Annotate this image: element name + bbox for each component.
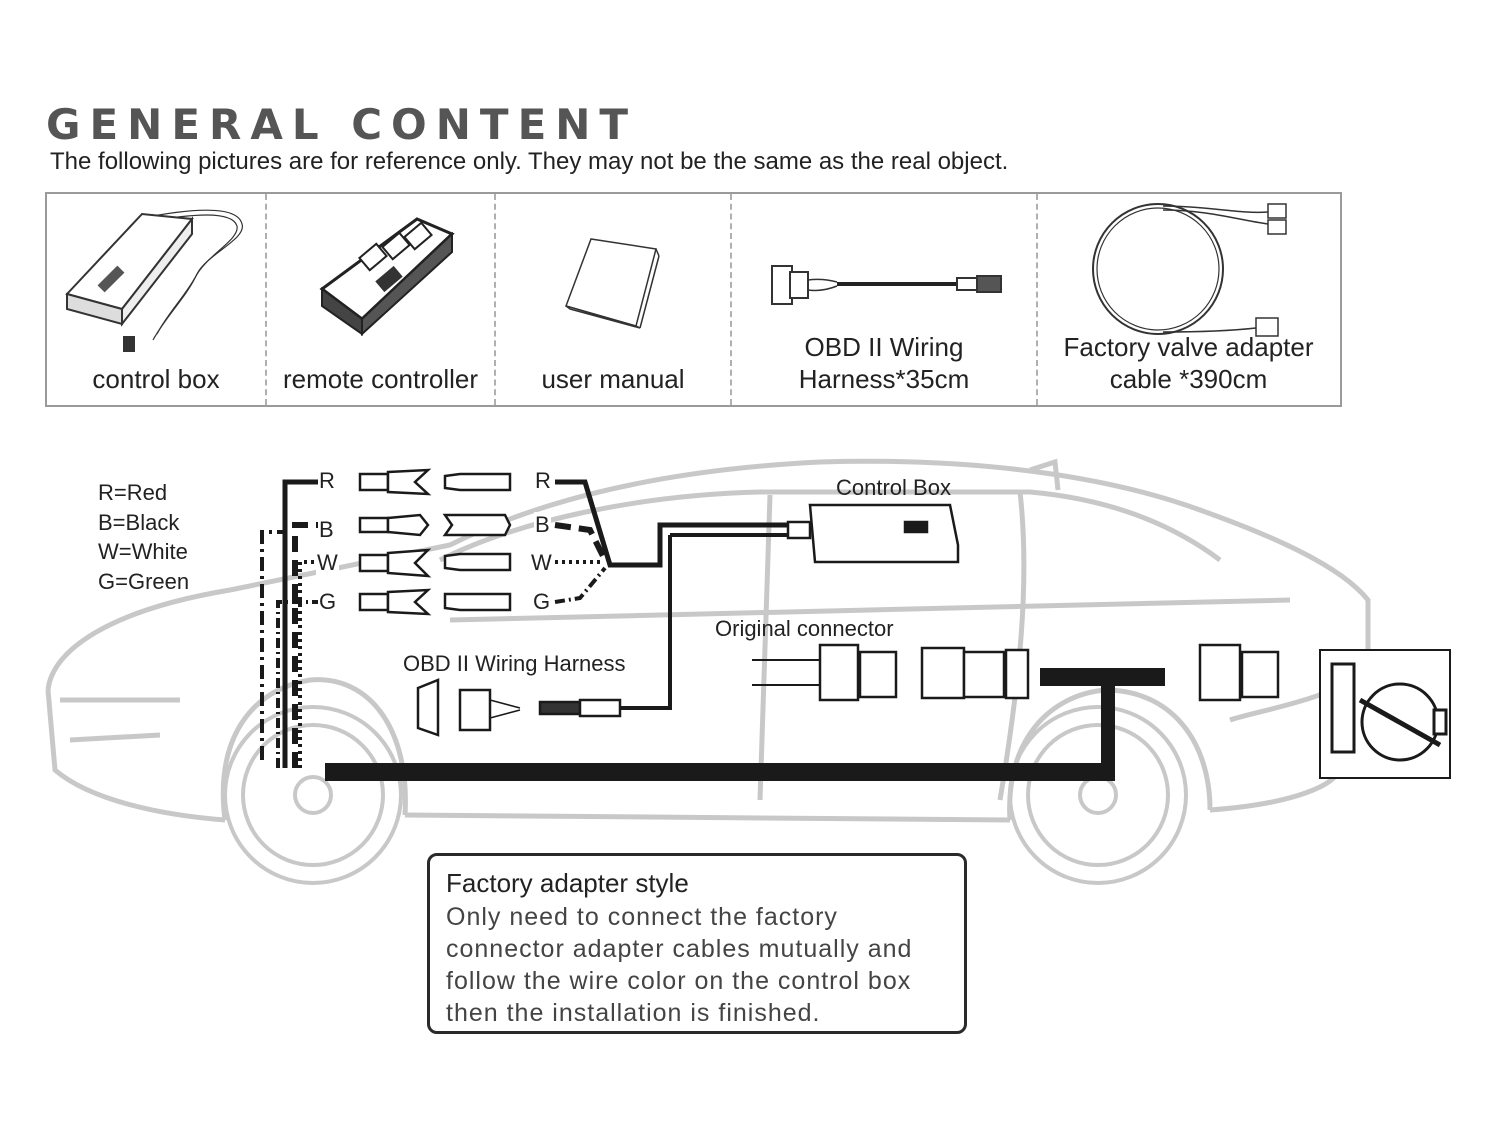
wire-color-legend: R=Red B=Black W=White G=Green	[98, 478, 189, 596]
note-body: Only need to connect the factory connect…	[446, 903, 913, 1027]
obd-harness-icon	[771, 265, 1002, 305]
content-item-control-box: control box	[47, 194, 267, 405]
wire-black	[292, 522, 608, 768]
wire-letter-b-right: B	[534, 512, 551, 538]
car-outline	[45, 458, 1371, 823]
wire-letter-r-left: R	[318, 468, 336, 494]
wire-red	[282, 479, 790, 768]
wire-letter-g-left: G	[318, 589, 338, 615]
original-connector-plugs	[752, 643, 1280, 702]
wire-letter-g-right: G	[532, 589, 552, 615]
legend-item: G=Green	[98, 568, 190, 594]
main-harness	[325, 668, 1165, 781]
obd-connector	[416, 678, 622, 737]
control-box-label: Control Box	[836, 475, 951, 500]
remote-controller-icon	[319, 217, 455, 337]
wire-green	[276, 566, 607, 768]
wire-letter-w-right: W	[530, 550, 553, 576]
content-item-user-manual: user manual	[496, 194, 732, 405]
package-contents-table: control box remote controller user manua…	[45, 192, 1342, 407]
wire-letter-r-right: R	[534, 468, 552, 494]
wire-connectors	[358, 468, 512, 616]
content-label: remote controller	[282, 364, 479, 394]
wire-white	[298, 560, 600, 768]
content-item-remote-controller: remote controller	[267, 194, 496, 405]
legend-item: B=Black	[98, 509, 180, 535]
wire-letter-b-left: B	[318, 517, 335, 543]
wire-letter-w-left: W	[316, 550, 339, 576]
page-title: GENERAL CONTENT	[46, 100, 638, 149]
control-box-unit	[786, 503, 960, 564]
user-manual-icon	[565, 238, 660, 329]
wire-green-return	[260, 530, 285, 760]
factory-adapter-note: Factory adapter style Only need to conne…	[427, 853, 967, 1034]
wheel-rear	[1008, 705, 1188, 885]
content-label: control box	[92, 364, 220, 394]
valve-adapter-cable-icon	[1092, 203, 1287, 337]
legend-item: R=Red	[98, 480, 168, 505]
obd-harness-label: OBD II Wiring Harness	[403, 651, 626, 676]
wheel-front	[223, 705, 403, 885]
original-connector-label: Original connector	[715, 616, 894, 641]
legend-item: W=White	[98, 539, 188, 564]
throttle-valve	[1319, 649, 1451, 779]
page-subtitle: The following pictures are for reference…	[50, 148, 1009, 175]
note-title: Factory adapter style	[446, 868, 689, 898]
content-label: user manual	[541, 364, 685, 394]
control-box-icon	[65, 209, 243, 352]
